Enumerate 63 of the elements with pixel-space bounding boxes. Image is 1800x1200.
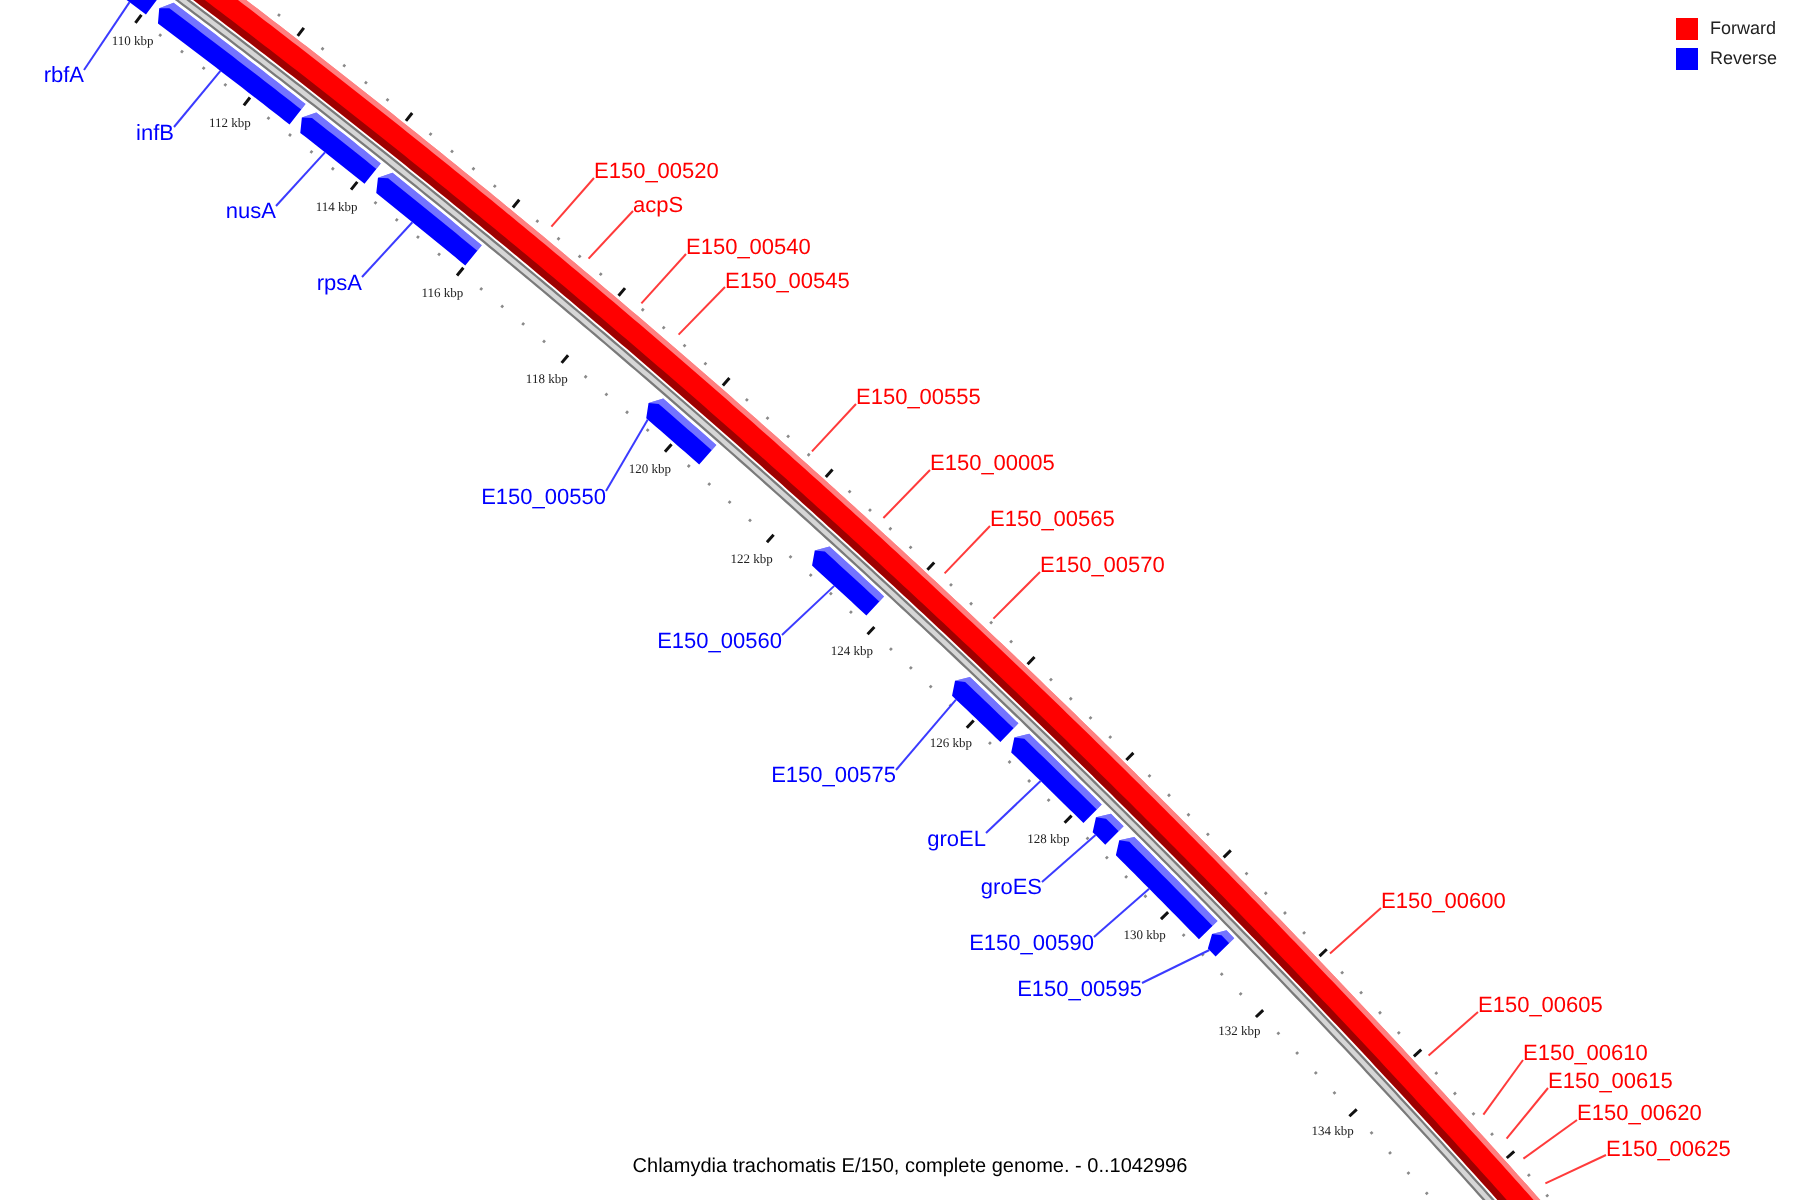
gene-label: E150_00005 [930,452,1055,476]
gene-label: E150_00545 [725,269,850,293]
gene-label: E150_00570 [1040,554,1165,578]
leader-line [550,177,595,228]
legend-label: Forward [1710,18,1777,40]
leader-line [985,780,1042,834]
leader-line [1041,834,1097,883]
caption: Chlamydia trachomatis E/150, complete genome. - 0..1042996 [632,1156,1188,1180]
leader-line [275,151,326,207]
gene-block [376,172,482,266]
leader-line [1544,1154,1607,1185]
leader-line [882,469,931,519]
gene-label: infB [136,121,174,145]
gene-block [1207,930,1235,957]
gene-label: E150_00595 [1017,977,1142,1001]
leader-line [1505,1087,1549,1140]
gene-label: E150_00520 [594,160,719,184]
gene-label: E150_00600 [1381,890,1506,914]
gene-block [812,546,885,616]
leader-line [640,253,687,305]
leader-line [992,571,1041,620]
gene-label: E150_00560 [657,629,782,653]
gene-block [646,398,717,465]
gene-label: E150_00615 [1548,1070,1673,1094]
leader-line [811,403,857,453]
gene-block [1115,836,1218,940]
leader-line [943,525,991,575]
leader-line [587,210,634,260]
gene-label: E150_00610 [1523,1042,1648,1066]
leader-line [895,698,957,771]
gene-label: rpsA [316,271,362,295]
gene-label: E150_00575 [771,764,896,788]
leader-line [1329,907,1382,955]
leader-line [1482,1059,1524,1116]
leader-line [605,418,649,492]
gene-label: E150_00550 [481,485,606,509]
leader-line [361,221,414,278]
gene-block [126,0,157,15]
gene-block [1011,733,1102,824]
leader-line [1427,1011,1479,1057]
gene-label: E150_00605 [1478,994,1603,1018]
gene-label: E150_00565 [990,508,1115,532]
leader-line [173,70,222,128]
gene-label: rbfA [43,64,84,88]
gene-label: acpS [633,193,684,217]
gene-label: E150_00590 [969,931,1094,955]
gene-label: groES [980,876,1042,900]
gene-block [300,112,381,184]
leader-line [677,286,726,336]
leader-line [1093,887,1151,938]
gene-label: groEL [927,827,986,851]
gene-label: E150_00625 [1606,1137,1731,1161]
gene-block [1092,813,1124,845]
gene-block [952,676,1019,742]
gene-label: nusA [225,200,276,224]
gene-label: E150_00620 [1577,1102,1702,1126]
leader-line [1141,949,1211,984]
leader-line [781,584,836,636]
leader-line [83,1,131,71]
leader-line [1522,1119,1578,1160]
gene-label: E150_00555 [856,386,981,410]
gene-label: E150_00540 [686,236,811,260]
legend-label: Reverse [1710,48,1778,70]
